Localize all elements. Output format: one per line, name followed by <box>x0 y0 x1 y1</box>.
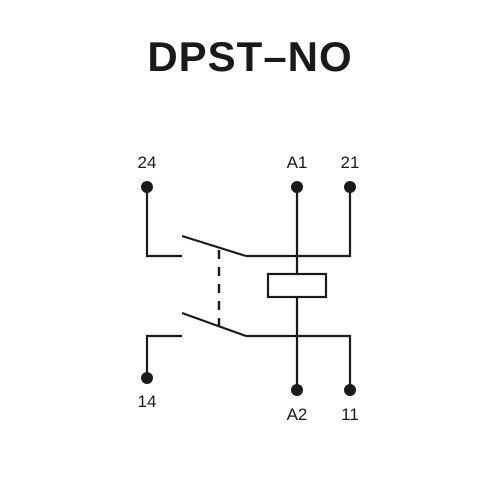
terminal-label-24: 24 <box>138 153 157 172</box>
terminal-label-a1: A1 <box>287 153 308 172</box>
terminal-label-a2: A2 <box>287 405 308 424</box>
upper-contact-left-lead <box>145 187 182 258</box>
upper-contact-right-lead <box>246 187 352 258</box>
relay-coil <box>266 272 328 299</box>
diagram-title: DPST–NO <box>147 33 353 80</box>
lower-contact-right-lead <box>246 334 352 390</box>
upper-contact-blade <box>181 234 247 258</box>
terminal-label-21: 21 <box>341 153 360 172</box>
terminal-label-11: 11 <box>341 405 359 424</box>
terminal-label-14: 14 <box>138 392 157 411</box>
lower-contact-left-lead <box>145 334 182 378</box>
lower-contact-blade <box>181 311 247 338</box>
